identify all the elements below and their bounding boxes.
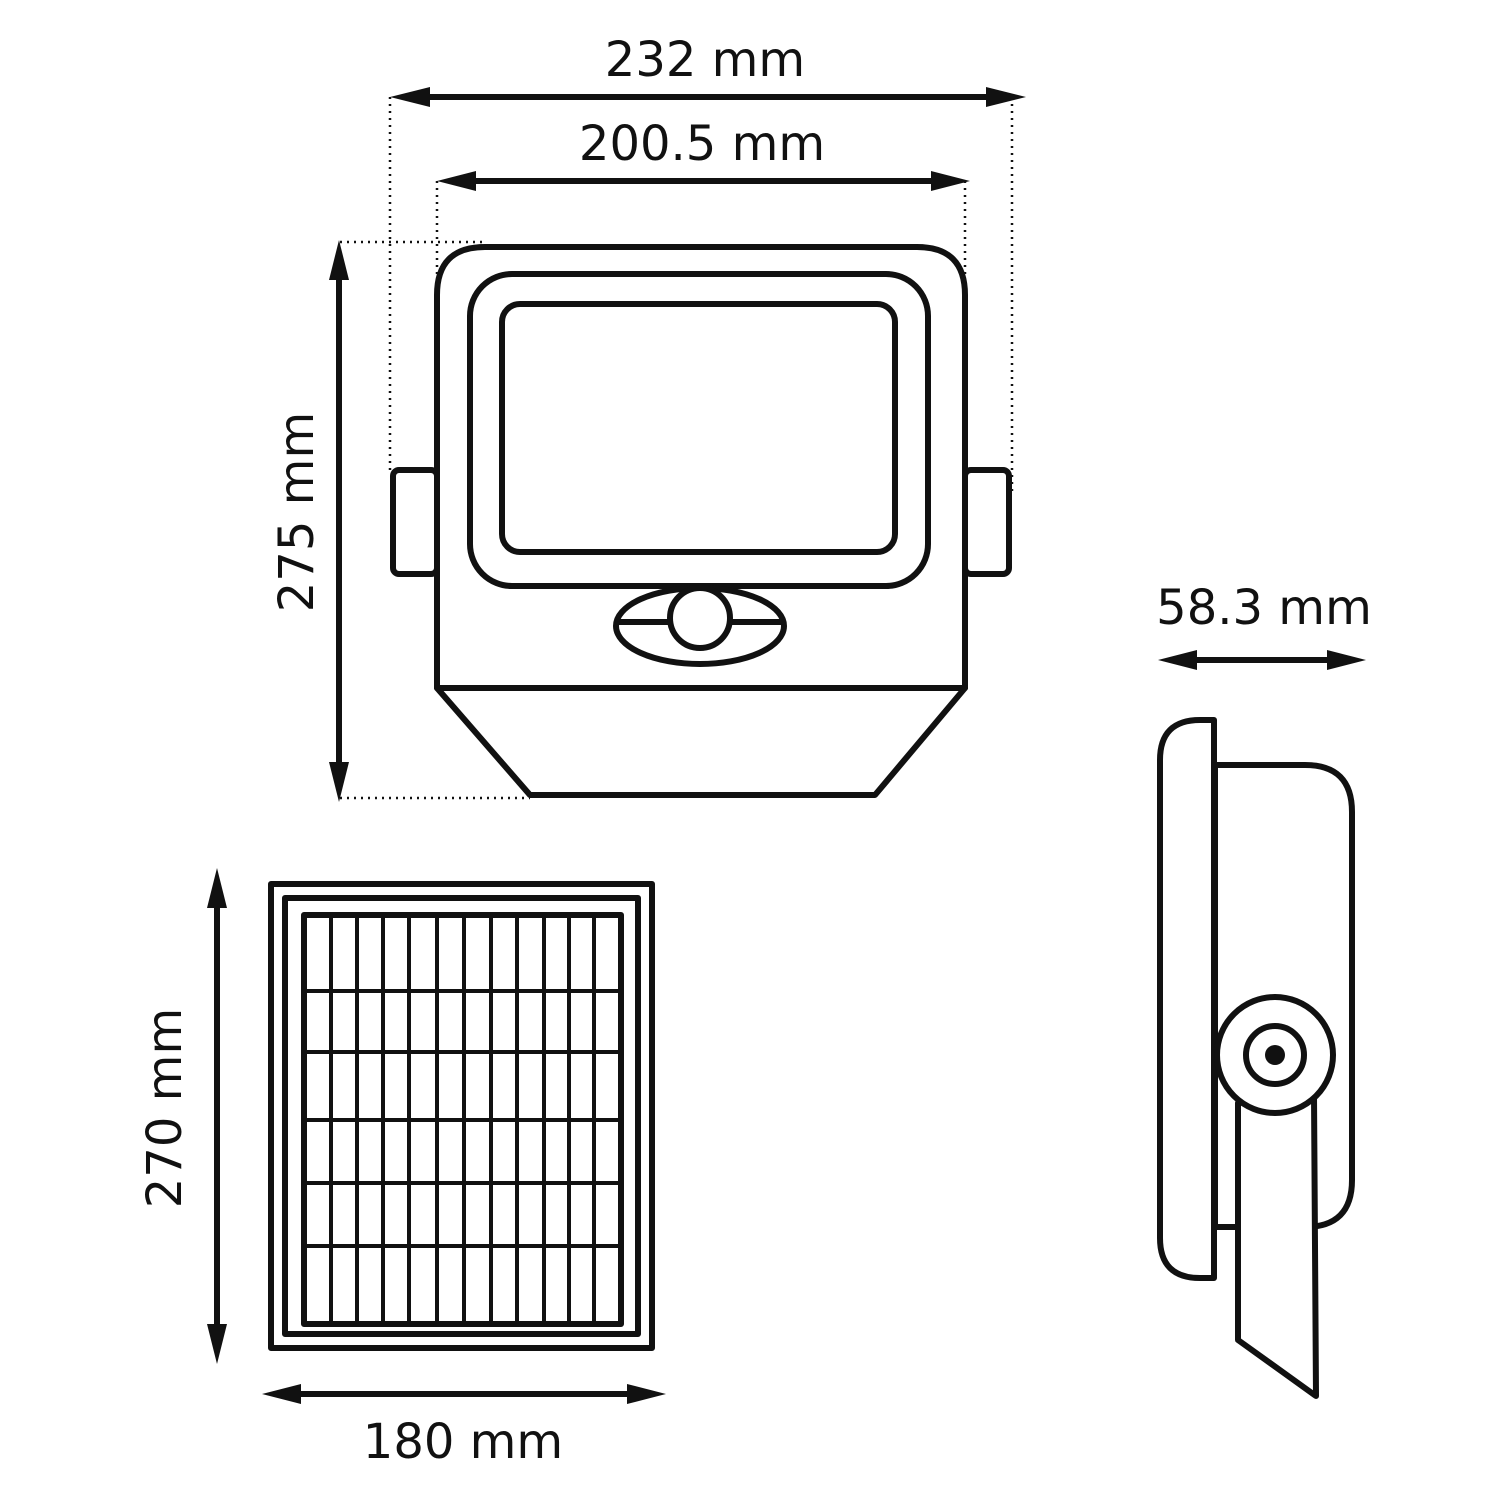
label-depth: 58.3 mm [1156, 580, 1372, 636]
pivot-inner [1243, 1023, 1307, 1087]
label-panel-height: 270 mm [137, 1008, 193, 1208]
left-bracket [390, 467, 440, 577]
panel-inner-frame [282, 895, 641, 1337]
side-bracket-arm [1235, 1092, 1319, 1399]
side-front-cover [1157, 717, 1217, 1281]
arrow-right-icon [1327, 650, 1366, 670]
label-housing-width: 200.5 mm [579, 116, 825, 172]
pivot-bolt-icon [1265, 1045, 1285, 1065]
arrow-left-icon [262, 1384, 301, 1404]
floodlight-front-view: 232 mm 200.5 mm 275 mm [269, 32, 1026, 802]
arrow-down-icon [207, 1324, 227, 1364]
arrow-left-icon [1158, 650, 1197, 670]
solar-panel-view: 270 mm 180 mm [137, 868, 666, 1470]
label-panel-width: 180 mm [363, 1414, 563, 1470]
arrow-right-icon [627, 1384, 666, 1404]
arrow-up-icon [329, 240, 349, 280]
solar-cell-grid [304, 915, 621, 1324]
housing-body [434, 244, 968, 798]
right-bracket [962, 467, 1012, 577]
arrow-down-icon [329, 762, 349, 802]
pir-sensor-icon [667, 585, 733, 651]
arrow-right-icon [931, 171, 970, 191]
arrow-up-icon [207, 868, 227, 908]
arrow-left-icon [437, 171, 476, 191]
floodlight-side-view: 58.3 mm [1156, 580, 1372, 1399]
label-height: 275 mm [269, 412, 325, 612]
lens [499, 301, 898, 555]
label-overall-width: 232 mm [605, 32, 805, 88]
arrow-right-icon [986, 87, 1026, 107]
panel-outer-frame [268, 881, 655, 1351]
arrow-left-icon [390, 87, 430, 107]
